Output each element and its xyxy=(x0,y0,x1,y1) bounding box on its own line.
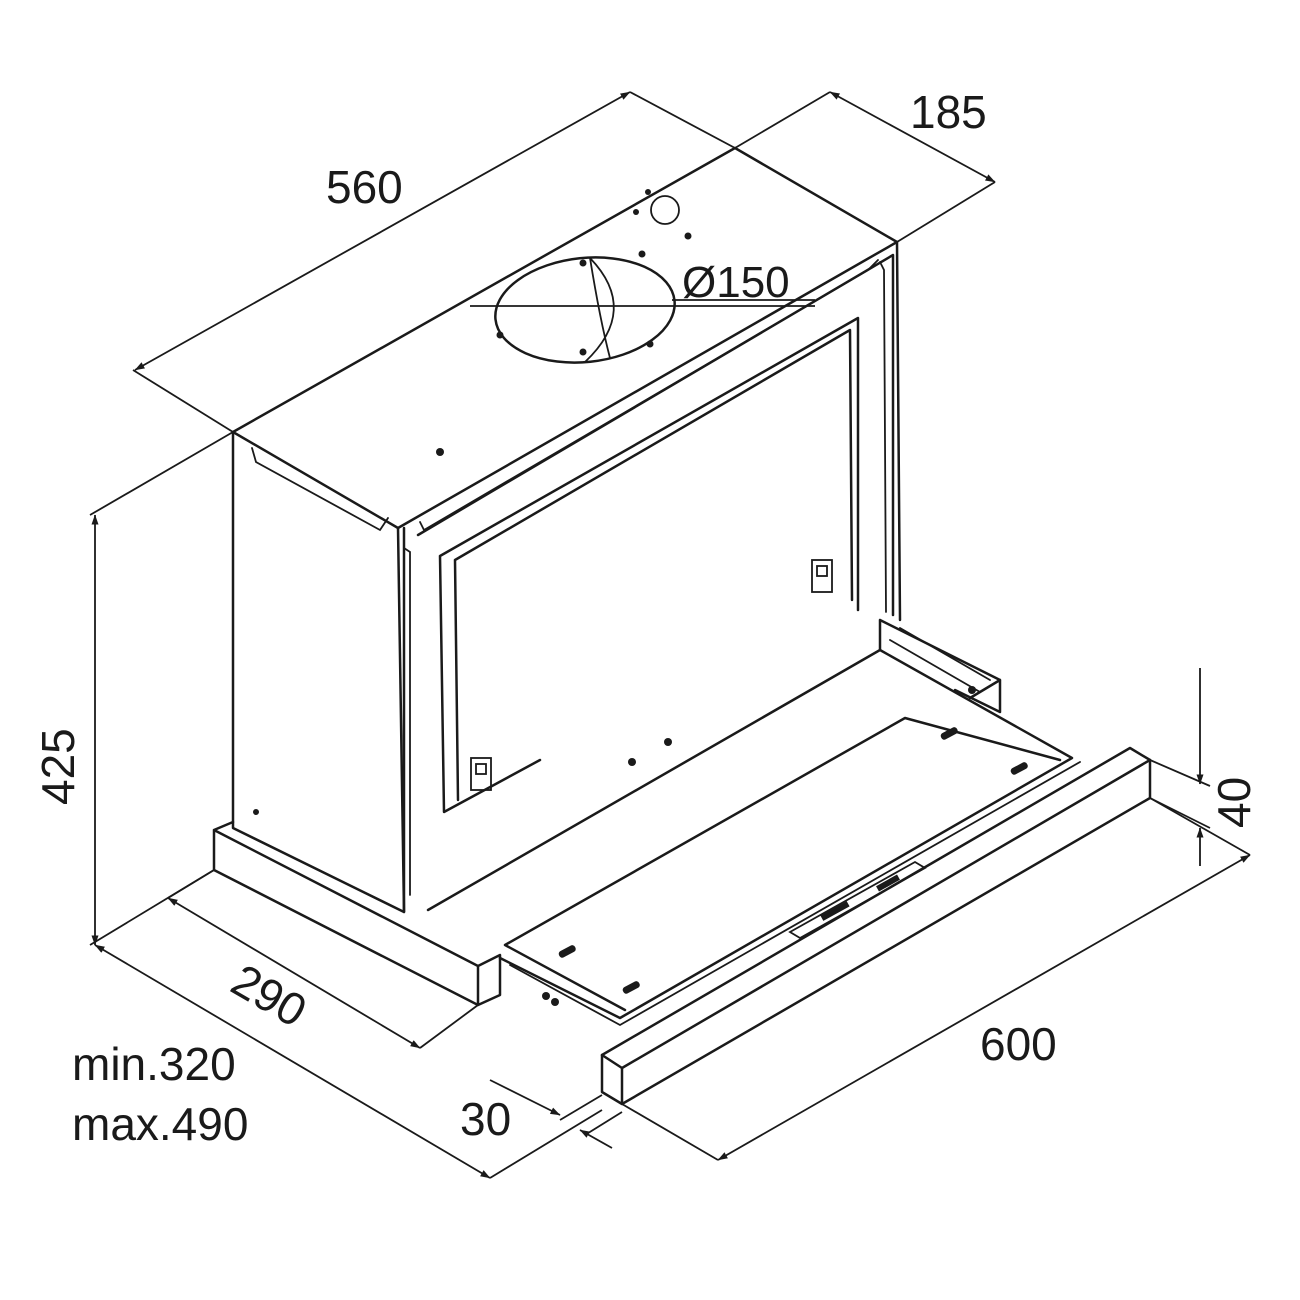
screw-dot xyxy=(664,738,672,746)
tray-slot xyxy=(622,980,641,995)
label-front-offset: 30 xyxy=(460,1093,511,1145)
screw-dot xyxy=(436,448,444,456)
dim-30-right xyxy=(580,1130,612,1148)
dim-560 xyxy=(135,92,630,370)
hood-left-side xyxy=(233,432,404,912)
duct-screw xyxy=(685,233,692,240)
front-panel-outer xyxy=(418,255,893,615)
ext-425-top xyxy=(90,432,233,515)
control-panel xyxy=(790,862,925,938)
label-depth-top: 185 xyxy=(910,86,987,138)
ext-185-right xyxy=(897,182,995,242)
side-rail-left xyxy=(252,448,388,530)
cable-hole-screw xyxy=(633,209,639,215)
cable-hole xyxy=(651,196,679,224)
duct-screw xyxy=(647,341,654,348)
dim-600 xyxy=(718,855,1250,1160)
label-front-height: 40 xyxy=(1208,777,1260,828)
ext-185-left xyxy=(735,92,830,148)
tray-outer xyxy=(428,650,1072,1018)
tray-dot xyxy=(542,992,550,1000)
visor-top xyxy=(602,748,1150,1068)
tray-slot xyxy=(1010,761,1029,776)
ext-600-left xyxy=(622,1104,718,1160)
label-width-top: 560 xyxy=(326,161,403,213)
screw-dot xyxy=(253,809,259,815)
screw-dot xyxy=(628,758,636,766)
duct-flap xyxy=(585,258,614,362)
ext-40-top xyxy=(1150,760,1210,786)
duct-screw xyxy=(497,332,504,339)
tray-slot xyxy=(558,944,577,959)
label-duct-diameter: Ø150 xyxy=(682,258,790,307)
cable-hole-screw xyxy=(645,189,651,195)
tray-dot xyxy=(968,686,976,694)
hood-body xyxy=(214,148,900,1005)
tray-dot xyxy=(551,998,559,1006)
label-extension-max: max.490 xyxy=(72,1098,248,1150)
panel-clip-upper-slot xyxy=(817,566,827,576)
ext-560-right xyxy=(630,92,735,148)
sliding-tray xyxy=(428,620,1080,1025)
dimension-labels: 560 185 Ø150 425 290 min.320 max.490 30 … xyxy=(32,86,1260,1150)
ext-290-right xyxy=(420,1005,478,1048)
duct-screw xyxy=(639,251,646,258)
ext-30-left xyxy=(560,1095,602,1120)
corner-rail-right xyxy=(880,262,886,612)
duct-screw xyxy=(580,260,587,267)
duct-screw xyxy=(580,349,587,356)
label-extension-min: min.320 xyxy=(72,1038,236,1090)
label-width-front: 600 xyxy=(980,1018,1057,1070)
ext-290-left xyxy=(168,870,214,898)
tray-back-block xyxy=(880,620,1000,712)
panel-clip-lower-slot xyxy=(476,764,486,774)
ext-560-left xyxy=(133,370,233,432)
front-panel-inner xyxy=(440,318,858,812)
front-panel-window xyxy=(455,330,852,800)
ext-30-right xyxy=(585,1112,622,1135)
tray-inner xyxy=(505,718,1060,1010)
visor-front xyxy=(602,760,1150,1104)
ext-40-bottom xyxy=(1150,798,1210,828)
label-depth-base: 290 xyxy=(223,954,315,1037)
front-visor xyxy=(602,748,1150,1104)
label-height: 425 xyxy=(32,728,84,805)
